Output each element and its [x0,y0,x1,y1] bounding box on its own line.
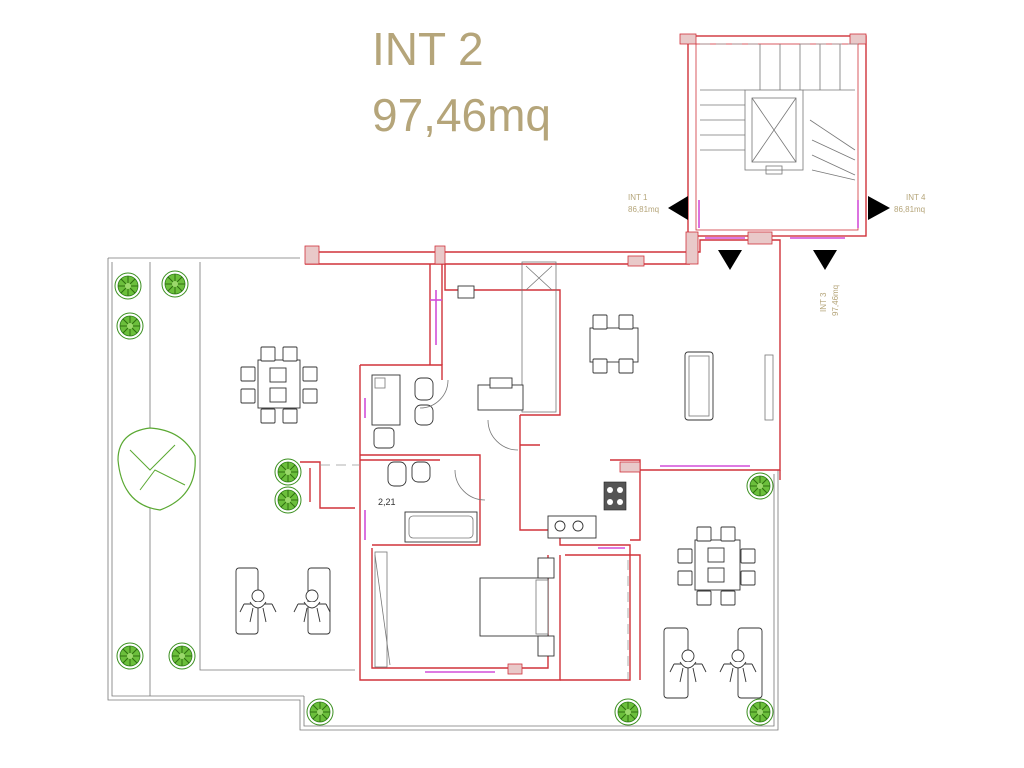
stairwell [679,33,867,237]
apartment-area: 97,46mq [372,89,552,141]
neighbor-labels: INT 1 86,81mq INT 4 86,81mq INT 3 97,46m… [628,193,926,316]
west-terrace [107,257,779,731]
terrace-railing [300,461,629,680]
apartment-title: INT 2 [372,23,484,75]
int3-name: INT 3 [819,292,828,312]
arrow-icon [668,196,890,270]
int4-area: 86,81mq [894,205,925,214]
kitchen [457,261,627,539]
east-terrace-furniture [663,526,763,699]
int3-area: 97,46mq [831,285,840,316]
living-room [589,314,774,421]
int1-area: 86,81mq [628,205,659,214]
int1-name: INT 1 [628,193,648,202]
int4-name: INT 4 [906,193,926,202]
apartment-walls [304,231,845,681]
west-terrace-furniture [117,346,331,635]
dimension-label: 2,21 [378,497,396,507]
bedroom [374,551,555,668]
bathrooms: 2,21 [371,374,519,543]
